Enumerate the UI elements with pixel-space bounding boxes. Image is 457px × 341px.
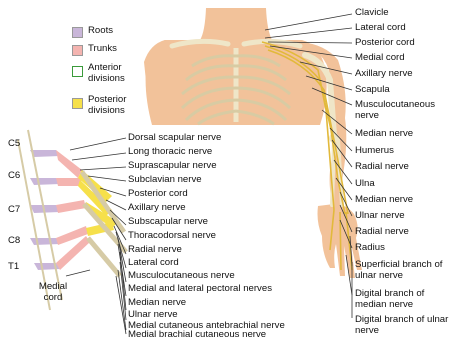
body-label: Ulnar nerve — [355, 210, 405, 221]
plexus-label: Thoracodorsal nerve — [128, 230, 216, 241]
plexus-label: Dorsal scapular nerve — [128, 132, 221, 143]
body-label: Digital branch of median nerve — [355, 288, 455, 310]
root-label-c7: C7 — [8, 204, 20, 215]
body-label: Radius — [355, 242, 385, 253]
body-label: Radial nerve — [355, 226, 409, 237]
root-label-c5: C5 — [8, 138, 20, 149]
neck — [200, 8, 272, 40]
plexus-label: Axillary nerve — [128, 202, 186, 213]
body-label: Median nerve — [355, 128, 413, 139]
plexus-label: Ulnar nerve — [128, 309, 178, 320]
body-label: Humerus — [355, 145, 394, 156]
body-label: Clavicle — [355, 7, 389, 18]
plexus-label: Medial brachial cutaneous nerve — [128, 329, 266, 340]
plexus-label: Medial and lateral pectoral nerves — [128, 283, 272, 294]
plexus-label: Long thoracic nerve — [128, 146, 212, 157]
root-label-t1: T1 — [8, 261, 19, 272]
body-label: Radial nerve — [355, 161, 409, 172]
trunks — [56, 150, 90, 270]
medial-cord-label: Medial cord — [35, 281, 71, 303]
root-label-c6: C6 — [8, 170, 20, 181]
body-label: Musculocutaneous nerve — [355, 99, 457, 121]
legend-label-anterior: Anterior divisions — [88, 62, 150, 84]
plexus-label: Posterior cord — [128, 188, 188, 199]
body-label: Medial cord — [355, 52, 405, 63]
legend-swatch-trunks — [72, 45, 83, 56]
body-label: Axillary nerve — [355, 68, 413, 79]
plexus-label: Subclavian nerve — [128, 174, 202, 185]
plexus-label: Median nerve — [128, 297, 186, 308]
body-label: Posterior cord — [355, 37, 415, 48]
plexus-label: Suprascapular nerve — [128, 160, 217, 171]
root-label-c8: C8 — [8, 235, 20, 246]
plexus-label: Musculocutaneous nerve — [128, 270, 235, 281]
body-label: Ulna — [355, 178, 375, 189]
body-label: Lateral cord — [355, 22, 406, 33]
legend-swatch-anterior — [72, 66, 83, 77]
anterior-divisions — [82, 172, 126, 276]
body-label: Digital branch of ulnar nerve — [355, 314, 455, 336]
body-label: Scapula — [355, 84, 390, 95]
legend-label-roots: Roots — [88, 25, 113, 36]
legend-swatch-posterior — [72, 98, 83, 109]
plexus-label: Radial nerve — [128, 244, 182, 255]
body-label: Superficial branch of ulnar nerve — [355, 259, 455, 281]
body-label: Median nerve — [355, 194, 413, 205]
legend-label-trunks: Trunks — [88, 43, 117, 54]
plexus-label: Subscapular nerve — [128, 216, 208, 227]
plexus-label: Lateral cord — [128, 257, 179, 268]
legend-label-posterior: Posterior divisions — [88, 94, 150, 116]
legend-swatch-roots — [72, 27, 83, 38]
